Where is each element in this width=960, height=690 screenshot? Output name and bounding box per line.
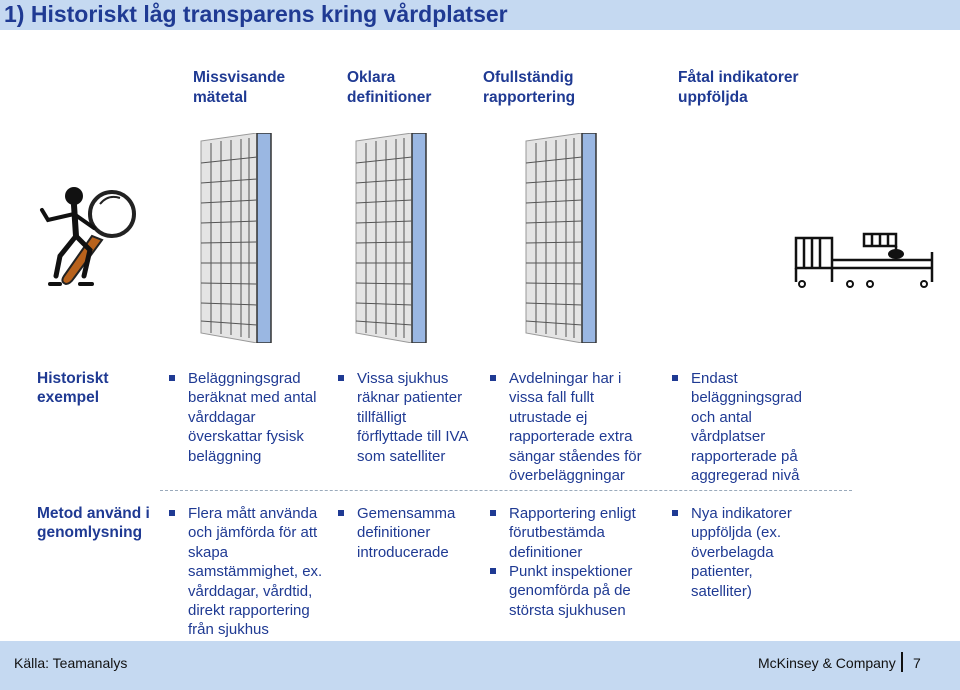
row-divider [160, 490, 852, 491]
history-bullet-text: Avdelningar har i vissa fall fullt utrus… [509, 370, 642, 485]
method-bullet-text: Rapportering enligt förutbestämda defini… [509, 505, 636, 561]
row-label-method-used: Metod använd i genomlysning [37, 505, 150, 541]
footer-source: Källa: Teamanalys [14, 655, 128, 671]
method-bullet: Rapportering enligt förutbestämda defini… [487, 504, 636, 562]
method-bullet: Gemensamma definitioner introducerade [335, 504, 455, 562]
footer-brand: McKinsey & Company [758, 655, 896, 671]
hospital-building-icon [355, 133, 427, 343]
hospital-building-icon [200, 133, 272, 343]
history-bullet-text: Vissa sjukhus räknar patienter tillfälli… [357, 370, 469, 465]
footer-page-number: 7 [913, 655, 921, 671]
method-bullet: Nya indikatorer uppföljda (ex. överbelag… [669, 504, 792, 601]
method-bullet-text: Punkt inspektioner genomförda på de stör… [509, 563, 633, 619]
footer-bar [0, 641, 960, 690]
method-bullet-text: Nya indikatorer uppföljda (ex. överbelag… [691, 505, 792, 600]
column-header-incomplete-reporting: Ofullständig rapportering [483, 69, 576, 106]
history-bullet: Beläggningsgrad beräknat med antal vårdd… [166, 369, 316, 466]
method-bullet: Flera mått använda och jämförda för att … [166, 504, 322, 640]
history-bullet: Endast beläggningsgrad och antal vårdpla… [669, 369, 802, 485]
history-bullet-text: Endast beläggningsgrad och antal vårdpla… [691, 370, 802, 485]
page-title: 1) Historiskt låg transparens kring vård… [4, 1, 508, 27]
column-header-unclear-definitions: Oklara definitioner [347, 69, 432, 106]
history-bullet: Vissa sjukhus räknar patienter tillfälli… [335, 369, 468, 466]
method-bullet-text: Gemensamma definitioner introducerade [357, 505, 456, 561]
column-header-misleading-metrics: Missvisande mätetal [193, 69, 286, 106]
method-bullet-text: Flera mått använda och jämförda för att … [188, 505, 323, 639]
footer-separator [901, 652, 903, 672]
title-bar [0, 0, 960, 30]
history-bullet: Avdelningar har i vissa fall fullt utrus… [487, 369, 642, 485]
history-bullet-text: Beläggningsgrad beräknat med antal vårdd… [188, 370, 317, 465]
column-header-few-indicators: Fåtal indikatorer uppföljda [678, 69, 799, 106]
hospital-bed-icon [794, 232, 934, 288]
hospital-building-icon [525, 133, 597, 343]
method-bullet: Punkt inspektioner genomförda på de stör… [487, 562, 632, 620]
row-label-historical-example: Historiskt exempel [37, 370, 109, 406]
magnifier-figure-icon [40, 187, 136, 286]
